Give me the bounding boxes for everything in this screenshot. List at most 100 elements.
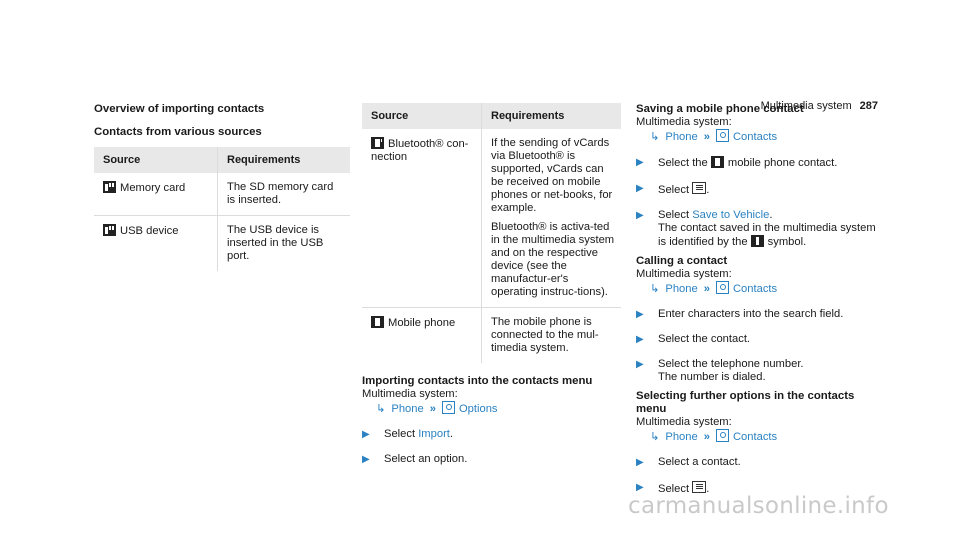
- source-label: Memory card: [120, 182, 186, 194]
- step-3: ▶Select Save to Vehicle. The contact sav…: [636, 209, 886, 249]
- further-options-section: Selecting further options in the contact…: [636, 390, 886, 496]
- step-bullet-icon: ▶: [636, 482, 644, 493]
- watermark: carmanualsonline.info: [628, 493, 889, 519]
- source-header: Source: [94, 147, 218, 173]
- intro-text: Multimedia system:: [636, 416, 732, 428]
- step-text: Select a contact.: [658, 456, 741, 468]
- requirement-cell: The USB device is inserted in the USB po…: [217, 215, 350, 271]
- mobile-phone-icon: [371, 316, 384, 328]
- bluetooth-phone-icon: [371, 137, 384, 149]
- further-heading: Selecting further options in the contact…: [636, 390, 855, 415]
- save-to-vehicle-link[interactable]: Save to Vehicle: [692, 209, 770, 221]
- menu-icon: [692, 481, 707, 493]
- step-bullet-icon: ▶: [636, 309, 644, 320]
- path-arrow-icon: ↳: [650, 131, 660, 143]
- source-label: USB device: [120, 225, 179, 237]
- step-bullet-icon: ▶: [362, 429, 370, 440]
- intro-text: Multimedia system:: [636, 116, 732, 128]
- step-2: ▶Select .: [636, 182, 886, 197]
- contacts-icon: [715, 281, 729, 294]
- double-chevron-icon: »: [703, 283, 710, 295]
- step-bullet-icon: ▶: [636, 210, 644, 221]
- page-header: Multimedia system 287: [761, 100, 878, 113]
- step-1: ▶ Select a contact.: [636, 456, 886, 469]
- double-chevron-icon: »: [703, 131, 710, 143]
- overview-heading: Overview of importing contacts: [94, 103, 265, 115]
- path-contacts[interactable]: Contacts: [732, 131, 778, 143]
- path-arrow-icon: ↳: [650, 431, 660, 443]
- step-bullet-icon: ▶: [636, 334, 644, 345]
- menu-path: ↳ Phone » Options: [376, 401, 621, 416]
- table-row: Mobile phone The mobile phone is connect…: [362, 307, 621, 364]
- vehicle-contact-icon: [750, 235, 764, 247]
- double-chevron-icon: »: [429, 403, 436, 415]
- path-contacts[interactable]: Contacts: [732, 283, 778, 295]
- step-3: ▶ Select the telephone number. The number…: [636, 358, 886, 384]
- step-1: ▶ Enter characters into the search field.: [636, 308, 886, 321]
- step-text: Select: [658, 209, 693, 221]
- path-arrow-icon: ↳: [650, 283, 660, 295]
- column-1: Overview of importing contacts Contacts …: [94, 103, 350, 271]
- source-label: Mobile phone: [388, 317, 456, 329]
- column-3: Saving a mobile phone contact Multimedia…: [636, 103, 886, 496]
- source-label: Bluetooth® con-nection: [371, 138, 469, 163]
- path-options[interactable]: Options: [458, 403, 498, 415]
- double-chevron-icon: »: [703, 431, 710, 443]
- table-row: Memory card The SD memory card is insert…: [94, 173, 350, 216]
- step-bullet-icon: ▶: [362, 454, 370, 465]
- save-section: Saving a mobile phone contact Multimedia…: [636, 103, 886, 249]
- path-contacts[interactable]: Contacts: [732, 431, 778, 443]
- path-phone[interactable]: Phone: [665, 431, 698, 443]
- path-phone[interactable]: Phone: [665, 283, 698, 295]
- import-heading: Importing contacts into the contacts men…: [362, 375, 593, 387]
- result-text: symbol.: [767, 236, 807, 248]
- memory-card-icon: [103, 181, 116, 193]
- menu-path: ↳ Phone » Contacts: [650, 129, 886, 144]
- step-bullet-icon: ▶: [636, 457, 644, 468]
- import-section: Importing contacts into the contacts men…: [362, 375, 621, 466]
- step-text: mobile phone contact.: [727, 157, 838, 169]
- source-cell: Memory card: [94, 173, 218, 216]
- step-2: ▶ Select an option.: [362, 453, 621, 466]
- step-text-end: .: [706, 184, 710, 196]
- result-text: The number is dialed.: [658, 371, 766, 383]
- step-bullet-icon: ▶: [636, 359, 644, 370]
- mobile-phone-icon: [710, 156, 724, 168]
- step-text: Select: [658, 184, 690, 196]
- source-cell: Bluetooth® con-nection: [362, 129, 482, 308]
- step-text: Select: [384, 428, 419, 440]
- table-row: Bluetooth® con-nection If the sending of…: [362, 129, 621, 308]
- call-section: Calling a contact Multimedia system: ↳Ph…: [636, 255, 886, 384]
- step-text: Select an option.: [384, 453, 468, 465]
- sources-subheading: Contacts from various sources: [94, 126, 262, 138]
- path-phone[interactable]: Phone: [665, 131, 698, 143]
- step-text: Enter characters into the search field.: [658, 308, 844, 320]
- requirement-text: Bluetooth® is activa-ted in the multimed…: [491, 221, 615, 298]
- import-link[interactable]: Import: [418, 428, 450, 440]
- requirement-cell: The mobile phone is connected to the mul…: [481, 307, 621, 363]
- contacts-icon: [715, 429, 729, 442]
- step-text-end: .: [449, 428, 454, 440]
- options-icon: [441, 401, 455, 414]
- path-phone[interactable]: Phone: [391, 403, 424, 415]
- intro-text: Multimedia system:: [362, 388, 458, 400]
- requirement-cell: If the sending of vCards via Bluetooth® …: [481, 129, 621, 308]
- menu-icon: [692, 182, 707, 194]
- step-text: Select the: [658, 157, 708, 169]
- source-cell: USB device: [94, 216, 218, 272]
- source-header: Source: [362, 103, 482, 129]
- usb-device-icon: [103, 224, 116, 236]
- section-title: Multimedia system: [760, 100, 852, 112]
- contacts-icon: [715, 129, 729, 142]
- step-text: Select the telephone number.: [658, 358, 804, 370]
- step-1: ▶ Select Import.: [362, 428, 621, 441]
- path-arrow-icon: ↳: [376, 403, 386, 415]
- requirement-cell: The SD memory card is inserted.: [217, 173, 350, 216]
- result-text: The contact saved in the multimedia syst…: [658, 222, 876, 248]
- step-text: Select: [658, 483, 690, 495]
- source-cell: Mobile phone: [362, 308, 482, 364]
- requirement-text: If the sending of vCards via Bluetooth® …: [491, 137, 613, 214]
- menu-path: ↳ Phone » Contacts: [650, 429, 886, 444]
- sources-table: Source Requirements Memory card The SD m…: [94, 147, 350, 271]
- page-number: 287: [859, 100, 878, 112]
